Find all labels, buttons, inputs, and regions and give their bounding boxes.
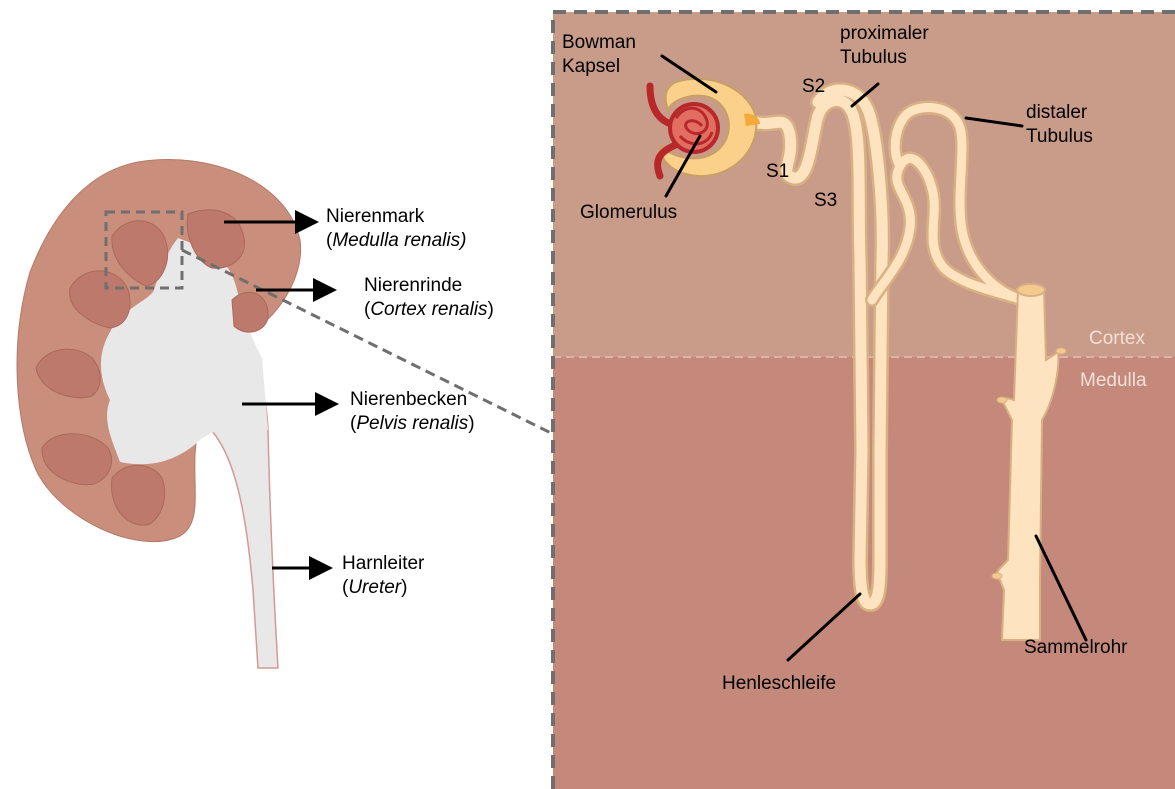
label-henleschleife: Henleschleife: [722, 672, 836, 696]
label-nierenrinde: Nierenrinde (Cortex renalis): [364, 274, 494, 322]
label-bowman-line2: Kapsel: [562, 55, 636, 79]
label-proximal-line2: Tubulus: [840, 46, 929, 70]
label-nierenrinde-name: Nierenrinde: [364, 274, 494, 298]
latin-term: Pelvis renalis: [356, 413, 468, 434]
duct-branch-opening: [1056, 348, 1066, 354]
label-glomerulus: Glomerulus: [580, 201, 677, 225]
label-distal-line1: distaler: [1026, 101, 1093, 125]
latin-term: Cortex renalis: [370, 299, 487, 320]
latin-term: Medulla renalis): [332, 230, 466, 251]
label-s3: S3: [814, 189, 837, 213]
label-proximal-line1: proximaler: [840, 22, 929, 46]
label-nierenmark-latin: (Medulla renalis): [326, 229, 466, 253]
label-s1: S1: [766, 160, 789, 184]
label-bowman-kapsel: Bowman Kapsel: [562, 31, 636, 79]
label-nierenbecken-name: Nierenbecken: [350, 388, 475, 412]
label-nierenrinde-latin: (Cortex renalis): [364, 298, 494, 322]
paren-close: ): [488, 299, 494, 320]
label-bowman-line1: Bowman: [562, 31, 636, 55]
label-harnleiter: Harnleiter (Ureter): [342, 552, 424, 600]
duct-branch-opening: [997, 397, 1007, 403]
label-nierenbecken-latin: (Pelvis renalis): [350, 412, 475, 436]
collecting-duct-opening: [1017, 284, 1045, 296]
zone-label-medulla: Medulla: [1080, 370, 1147, 392]
label-proximaler-tubulus: proximaler Tubulus: [840, 22, 929, 70]
label-nierenmark: Nierenmark (Medulla renalis): [326, 205, 466, 253]
label-distal-line2: Tubulus: [1026, 125, 1093, 149]
paren-close: ): [468, 413, 474, 434]
label-sammelrohr: Sammelrohr: [1024, 636, 1127, 660]
label-harnleiter-latin: (Ureter): [342, 576, 424, 600]
label-nierenbecken: Nierenbecken (Pelvis renalis): [350, 388, 475, 436]
label-s2: S2: [802, 75, 825, 99]
latin-term: Ureter: [348, 577, 401, 598]
label-harnleiter-name: Harnleiter: [342, 552, 424, 576]
zone-label-cortex: Cortex: [1089, 328, 1145, 350]
label-distaler-tubulus: distaler Tubulus: [1026, 101, 1093, 149]
label-nierenmark-name: Nierenmark: [326, 205, 466, 229]
paren-close: ): [401, 577, 407, 598]
pyramid-right: [232, 292, 268, 332]
duct-branch-opening: [992, 573, 1002, 579]
